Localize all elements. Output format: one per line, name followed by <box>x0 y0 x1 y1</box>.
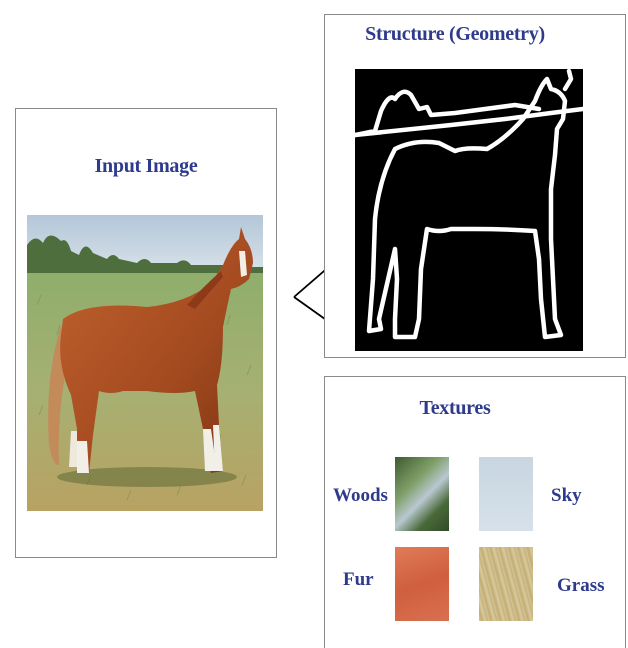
horse-photo <box>27 215 263 511</box>
textures-panel: Textures Woods Sky Fur Grass <box>324 376 626 648</box>
structure-edge-map <box>355 69 583 351</box>
texture-label-woods: Woods <box>333 485 388 507</box>
input-image-title: Input Image <box>16 155 276 178</box>
input-image-panel: Input Image <box>15 108 277 558</box>
texture-swatch-fur <box>395 547 449 621</box>
texture-label-fur: Fur <box>343 569 374 591</box>
texture-label-grass: Grass <box>557 575 605 597</box>
textures-title: Textures <box>325 397 625 420</box>
texture-swatch-woods <box>395 457 449 531</box>
texture-swatch-grass <box>479 547 533 621</box>
texture-swatch-sky <box>479 457 533 531</box>
texture-label-sky: Sky <box>551 485 582 507</box>
structure-panel: Structure (Geometry) <box>324 14 626 358</box>
structure-title: Structure (Geometry) <box>325 23 625 46</box>
